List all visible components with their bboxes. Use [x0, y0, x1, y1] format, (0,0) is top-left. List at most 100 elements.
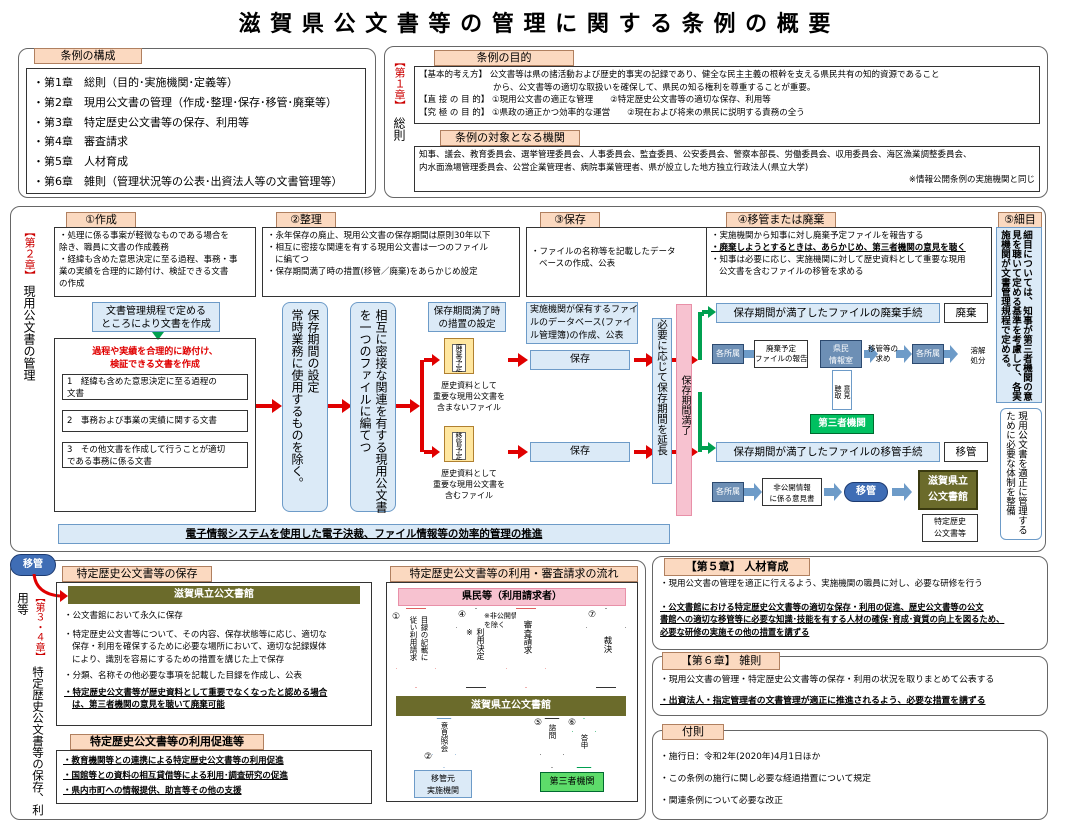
a6: 諮問 [548, 724, 557, 739]
extend-box: 必要に応じて保存期間を延長 [652, 318, 672, 484]
step2-line: ・永年保存の廃止、現用公文書の保存期間は原則30年以下 [267, 231, 491, 241]
nonhist-label: 歴史資料として 重要な現用公文書を 含まないファイル [433, 381, 505, 412]
dept-box: 各所属 [712, 344, 744, 364]
step1-line: ・処理に係る事案が軽微なものである場合を [59, 231, 229, 241]
step2-box: ・永年保存の廃止、現用公文書の保存期間は原則30年以下 ・相互に密接な関連を有す… [262, 227, 520, 297]
specific-docs-box: 特定歴史 公文書等 [922, 514, 978, 542]
rules-box: 文書管理規程で定める ところにより文書を作成 [92, 302, 220, 332]
step1-line: 除き、職員に文書の作成義務 [59, 243, 169, 253]
info-desk-box: 県民 情報室 [820, 340, 862, 368]
n2-top: ④ [458, 610, 467, 620]
a5: 意見照会 [440, 722, 449, 752]
dispose-proc: 保存期間が満了したファイルの廃棄手続 [716, 303, 940, 323]
origin-box: 移管元 実施機関 [414, 770, 472, 798]
step4-line: 公文書を含むファイルの移管を求める [719, 267, 864, 277]
step4-box: ・実施機関から知事に対し廃棄予定ファイルを報告する ・廃棄しようとするときは、あ… [706, 227, 992, 297]
composition-tag: 条例の構成 [34, 48, 142, 64]
extend-text: 必要に応じて保存期間を延長 [656, 319, 668, 456]
ch5-tag: 【第５章】 人材育成 [664, 558, 810, 576]
supp-tag: 付則 [662, 724, 724, 740]
keep-line: ・特定歴史公文書等について、その内容、保存状態等に応じ、適切な [64, 629, 327, 640]
a1: 目録の記載に 従い利用請求 [409, 616, 429, 661]
citizen-box: 県民等（利用請求者） [398, 588, 626, 606]
n1: ① [392, 612, 401, 622]
purpose-line: 【直 接 の 目 的】 ①現用公文書の適正な管理 ②特定歴史公文書等の適切な保存… [419, 95, 771, 105]
ch34-title: 特定歴史公文書等の保存、利用等 [16, 592, 45, 816]
step1-line: 業の実績を合理的に跡付け、検証できる文書 [59, 267, 229, 277]
compile-box: 相互に密接な関連を有する現用公文書 を一つのファイルに編てつ [350, 302, 396, 513]
purpose-line: から、公文書等の適切な取扱いを確保して、県民の知る権利を尊重することが重要。 [493, 82, 816, 93]
dept-box-2: 各所属 [912, 344, 944, 364]
supp-line: ・施行日：令和2年(2020年)4月1日ほか [660, 752, 821, 762]
a4: 裁決 [602, 636, 612, 653]
transfer-tag: 移管予定 [452, 432, 466, 461]
a3: 審査請求 [522, 620, 532, 654]
step1-tag: ①作成 [66, 212, 136, 228]
composition-item: ・第4章 審査請求 [33, 135, 128, 149]
ch5-text: ・現用公文書の管理を適正に行えるよう、実施機関の職員に対し、必要な研修を行う ・… [660, 578, 1042, 646]
supp-line: ・この条例の施行に関し必要な経過措置について規定 [660, 774, 871, 784]
set-period-text: 保存期間の設定 常時業務に使用するものを除く。 [290, 309, 320, 489]
purpose-tag: 条例の目的 [434, 50, 574, 66]
ch1-label-text: 【第１章】 [393, 56, 406, 111]
archives-bar: 滋賀県立公文書館 [68, 586, 360, 604]
step1-line: の作成 [59, 279, 85, 289]
purpose-box: 【基本的考え方】 公文書等は県の諸活動および歴史的事実の記録であり、健全な民主主… [414, 66, 1040, 124]
keep-tag: 特定歴史公文書等の保存 [62, 566, 212, 582]
dept-box-3: 各所属 [712, 482, 744, 502]
set-period-box: 保存期間の設定 常時業務に使用するものを除く。 [282, 302, 328, 512]
scope-box: 知事、議会、教育委員会、選挙管理委員会、人事委員会、監査委員、公安委員会、警察本… [414, 146, 1040, 192]
composition-item: ・第1章 総則（目的･実施機関･定義等） [33, 76, 238, 89]
n6: ⑤ [534, 718, 543, 728]
third-party-box-2: 第三者機関 [540, 772, 604, 792]
keep-text: ・公文書館において永久に保存 ・特定歴史公文書等について、その内容、保存状態等に… [64, 610, 368, 724]
keep-line: 保存・利用を確保するために必要な場所において、適切な記録媒体 [72, 642, 327, 652]
promo-line: ・県内市町への情報提供、助言等その他の支援 [63, 786, 242, 796]
archives2-box: 滋賀県立公文書館 [396, 696, 626, 716]
flow-tag: 特定歴史公文書等の利用・審査請求の流れ [390, 566, 638, 582]
creation-panel [54, 338, 256, 512]
keep-line: ・特定歴史公文書等が歴史資料として重要でなくなったと認める場合 [64, 687, 328, 698]
step1-box: ・処理に係る事案が軽微なものである場合を 除き、職員に文書の作成義務 ・経緯も含… [54, 227, 256, 297]
scope-line: 知事、議会、教育委員会、選挙管理委員会、人事委員会、監査委員、公安委員会、警察本… [419, 150, 972, 160]
keep-box-2: 保存 [530, 442, 630, 462]
keep-line: は、第三者機関の意見を聴いて廃棄可能 [72, 700, 225, 710]
melt-icon: 溶解 処分 [970, 346, 986, 365]
step3-box: ・ファイルの名称等を記載したデータ ベースの作成、公表 [526, 227, 716, 297]
ch6-line: ・出資法人・指定管理者の文書管理が適正に推進されるよう、必要な措置を講ずる [660, 696, 986, 706]
scope-note: ※情報公開条例の実施機関と同じ [908, 175, 1035, 185]
step3-line: ベースの作成、公表 [539, 259, 616, 269]
report-box: 廃棄予定 ファイルの報告 [754, 340, 808, 368]
composition-item: ・第5章 人材育成 [33, 155, 128, 169]
list-item: 1 経緯も含めた意思決定に至る過程の 文書 [62, 374, 248, 400]
n4: ⑦ [588, 610, 597, 620]
scope-tag: 条例の対象となる機関 [440, 130, 580, 146]
ch6-text: ・現用公文書の管理・特定歴史公文書等の保存・利用の状況を取りまとめて公表する ・… [660, 674, 1042, 714]
transfer-label: 移管 [944, 442, 988, 462]
composition-panel [18, 48, 376, 198]
ch5-panel [652, 556, 1048, 650]
n5: ② [424, 752, 433, 762]
step4-line: ・廃棄しようとするときは、あらかじめ、第三者機関の意見を聴く [711, 243, 966, 253]
composition-item: ・第3章 特定歴史公文書等の保存、利用等 [33, 115, 249, 129]
keep-line: ・分類、名称その他必要な事項を記載した目録を作成し、公表 [64, 671, 303, 681]
step2-line: ・保存期間満了時の措置(移管／廃棄)をあらかじめ設定 [267, 267, 478, 277]
db-box: 実施機関が保有するファイ ルのデータベース(ファイ ル管理簿)の作成、公表 [526, 302, 638, 344]
archives-box: 滋賀県立 公文書館 [918, 470, 978, 510]
ch2-label: 【第２章】現用公文書の管理 [16, 226, 40, 416]
ch5-line: 書館への適切な移管等に必要な知識･技能を有する人材の確保･育成･資質の向上を図る… [660, 614, 1005, 624]
promo-line: ・教育機関等との連携による特定歴史公文書等の利用促進 [63, 756, 284, 766]
ch6-panel [652, 656, 1048, 716]
ch5-line: ・公文書館における特定歴史公文書等の適切な保存・利用の促進、歴史公文書等の公文 [660, 601, 984, 612]
hist-label: 歴史資料として 重要な現用公文書を 含むファイル [433, 469, 505, 500]
creation-arrow-down [152, 332, 164, 340]
page-title: 滋 賀 県 公 文 書 等 の 管 理 に 関 す る 条 例 の 概 要 [238, 11, 832, 37]
expired-text: 保存期間満了 [679, 375, 690, 435]
transfer-pill: 移管 [844, 482, 888, 502]
promo-line: ・国館等との資料の相互貸借等による利用･調査研究の促進 [63, 771, 288, 781]
keep-line: により、識別を容易にするための措置を講じた上で保存 [72, 654, 285, 665]
promo-tag: 特定歴史公文書等の利用促進等 [70, 734, 264, 750]
step3-line: ・ファイルの名称等を記載したデータ [531, 247, 676, 257]
step3-tag: ③保存 [540, 212, 600, 228]
